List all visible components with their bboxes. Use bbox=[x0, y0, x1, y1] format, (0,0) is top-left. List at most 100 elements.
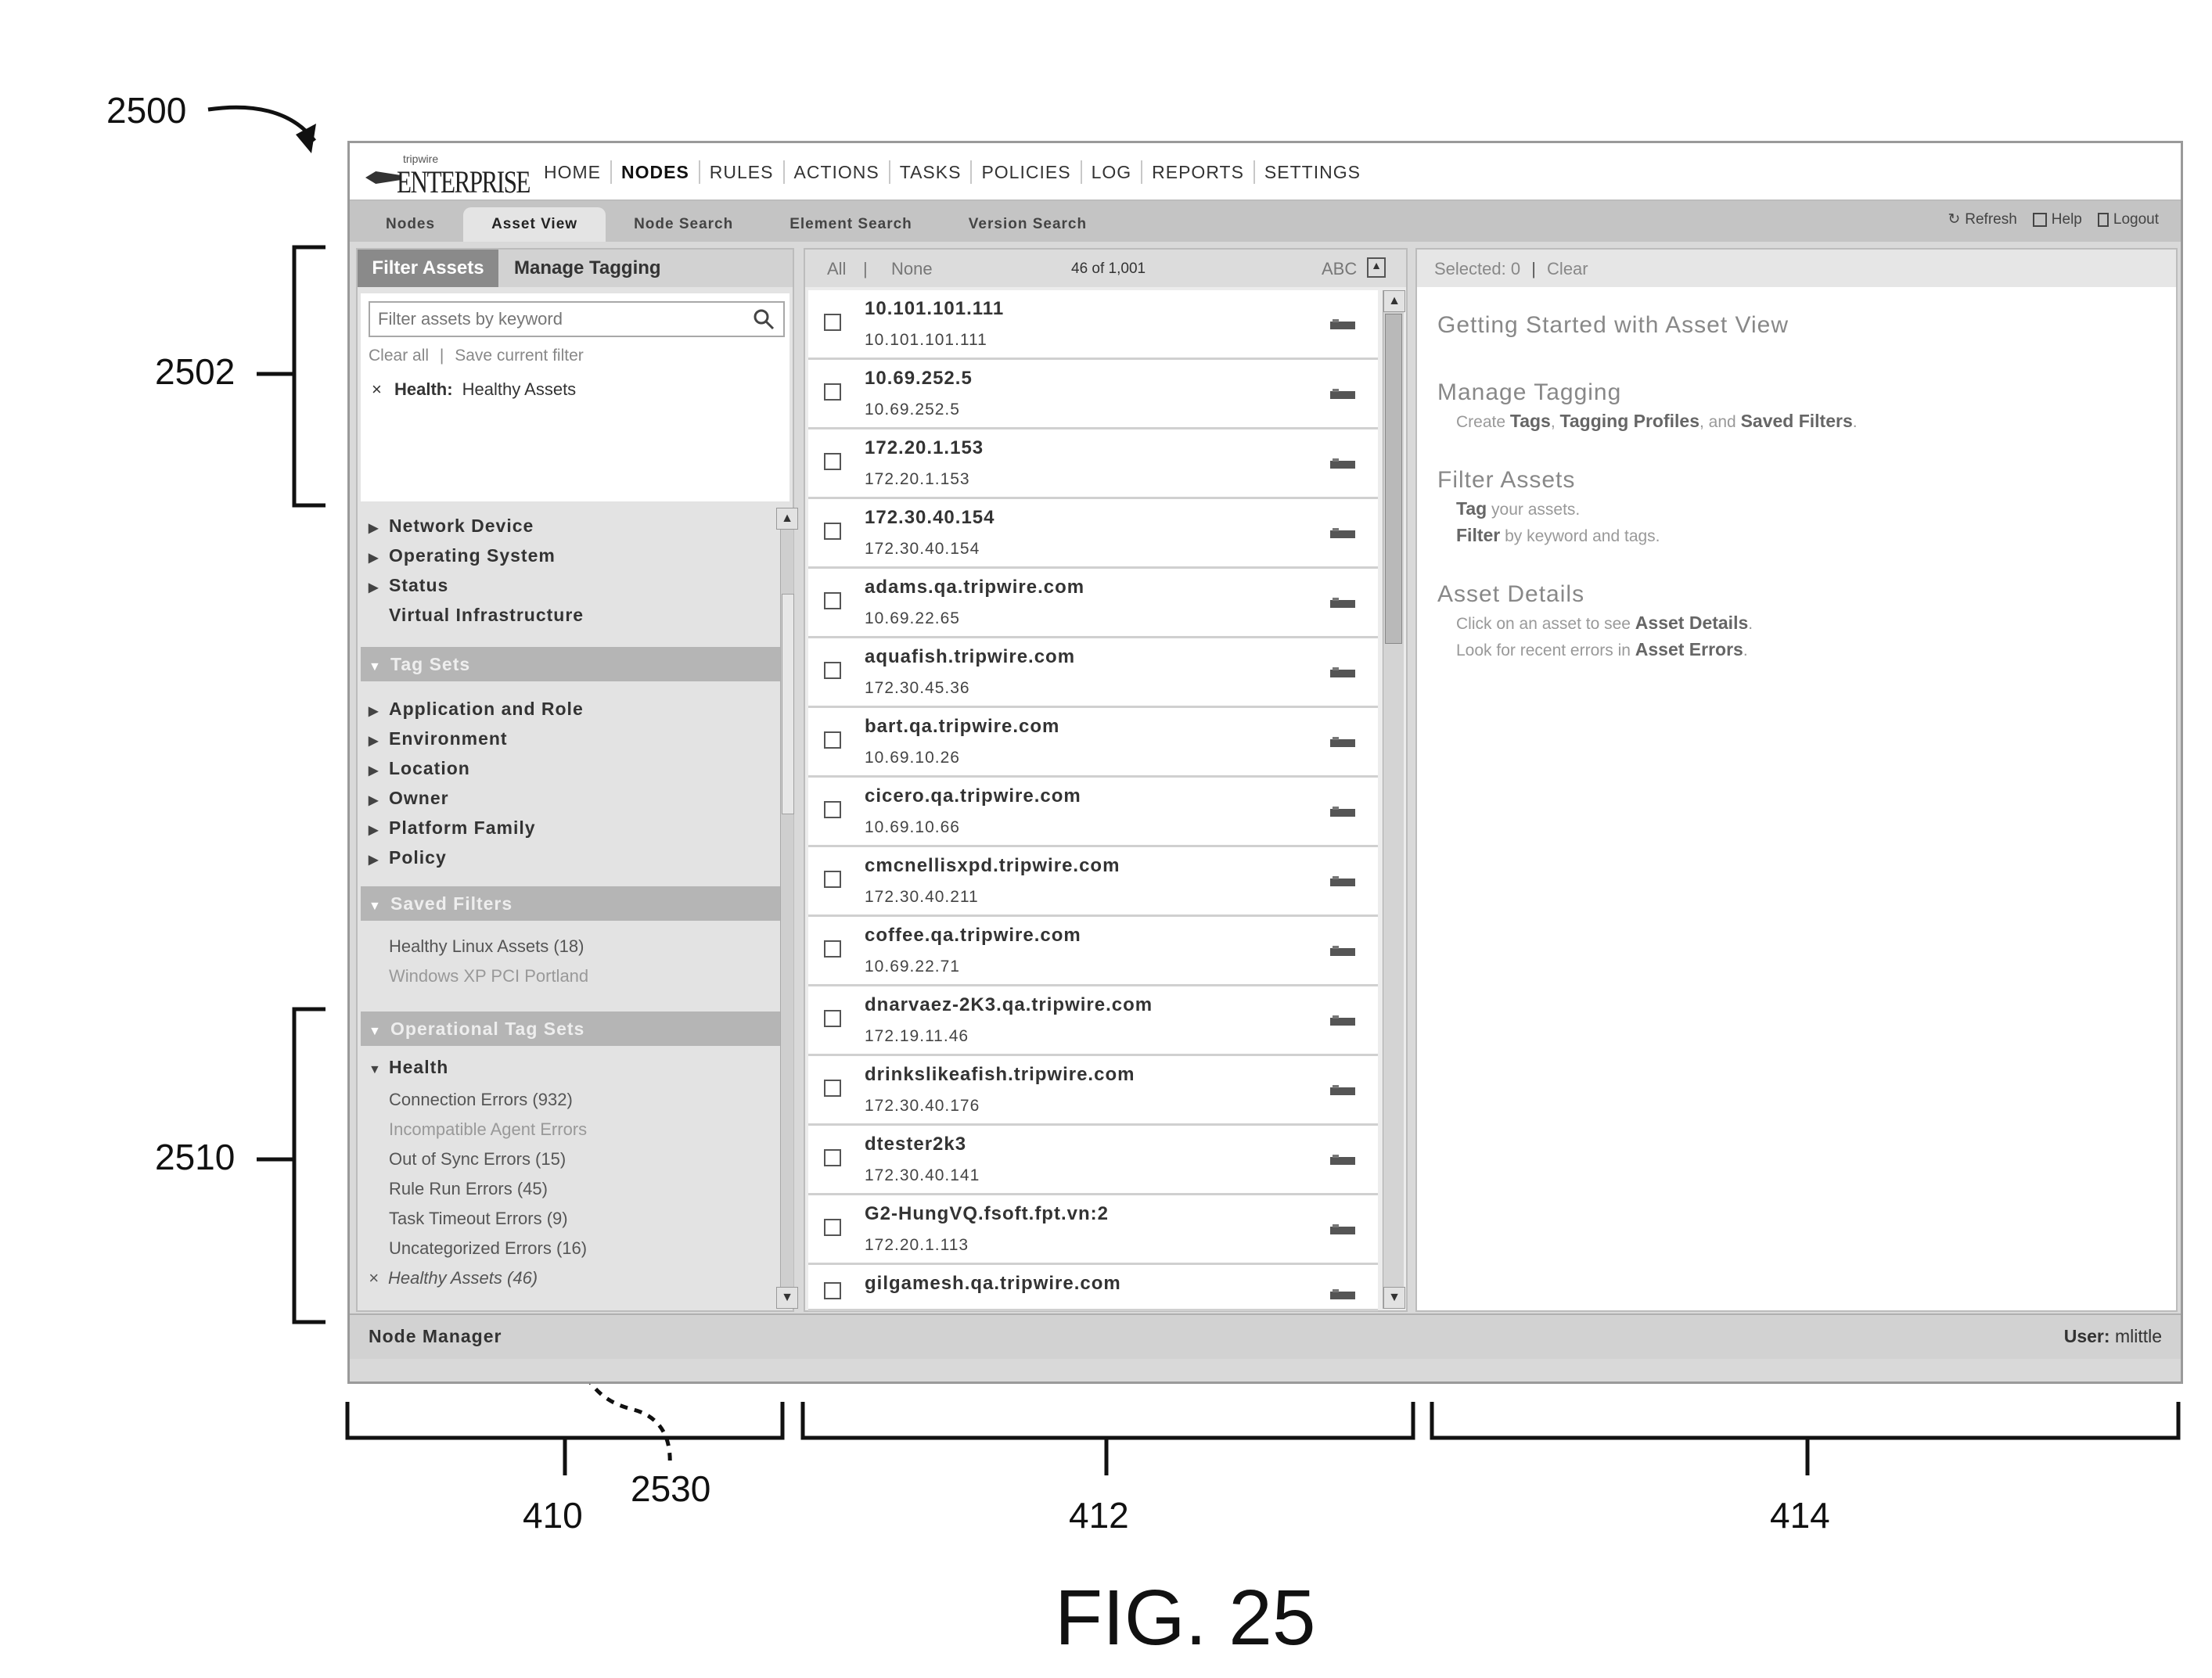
manage-tagging-title[interactable]: Manage Tagging bbox=[1437, 379, 1621, 406]
nav-policies[interactable]: POLICIES bbox=[970, 160, 1080, 184]
sort-abc-button[interactable]: ABC bbox=[1322, 259, 1357, 279]
filter-panel-scrollbar[interactable]: ▲ ▼ bbox=[780, 508, 793, 1309]
tree-status[interactable]: ▶Status bbox=[369, 575, 448, 596]
asset-checkbox[interactable] bbox=[824, 1149, 841, 1166]
health-rule-run-errors[interactable]: Rule Run Errors (45) bbox=[389, 1179, 548, 1199]
tab-filter-assets[interactable]: Filter Assets bbox=[358, 250, 498, 287]
tab-nodes[interactable]: Nodes bbox=[358, 207, 463, 242]
nav-home[interactable]: HOME bbox=[534, 160, 610, 184]
filter-assets-title[interactable]: Filter Assets bbox=[1437, 467, 1575, 494]
clear-selection-link[interactable]: Clear bbox=[1547, 259, 1588, 278]
asset-checkbox[interactable] bbox=[824, 1282, 841, 1299]
asset-errors-link[interactable]: Asset Errors bbox=[1635, 639, 1743, 659]
help-button[interactable]: Help bbox=[2033, 210, 2082, 228]
saved-filter-healthy-linux[interactable]: Healthy Linux Assets (18) bbox=[389, 936, 584, 957]
list-item[interactable]: aquafish.tripwire.com172.30.45.36 bbox=[808, 638, 1378, 708]
health-connection-errors[interactable]: Connection Errors (932) bbox=[389, 1090, 573, 1110]
tree-virtual-infrastructure[interactable]: Virtual Infrastructure bbox=[369, 605, 584, 626]
tab-node-search[interactable]: Node Search bbox=[606, 207, 761, 242]
tree-policy[interactable]: ▶Policy bbox=[369, 847, 447, 868]
asset-list-scrollbar[interactable]: ▲ ▼ bbox=[1383, 290, 1404, 1309]
asset-checkbox[interactable] bbox=[824, 1080, 841, 1097]
health-out-of-sync-errors[interactable]: Out of Sync Errors (15) bbox=[389, 1149, 566, 1170]
asset-checkbox[interactable] bbox=[824, 731, 841, 749]
health-incompatible-agent-errors[interactable]: Incompatible Agent Errors bbox=[389, 1119, 587, 1140]
list-item[interactable]: coffee.qa.tripwire.com10.69.22.71 bbox=[808, 917, 1378, 986]
asset-checkbox[interactable] bbox=[824, 453, 841, 470]
list-item[interactable]: bart.qa.tripwire.com10.69.10.26 bbox=[808, 708, 1378, 778]
nav-reports[interactable]: REPORTS bbox=[1141, 160, 1253, 184]
asset-checkbox[interactable] bbox=[824, 383, 841, 401]
logout-button[interactable]: Logout bbox=[2098, 210, 2159, 228]
nav-log[interactable]: LOG bbox=[1081, 160, 1142, 184]
tree-operating-system[interactable]: ▶Operating System bbox=[369, 545, 556, 566]
scroll-down-icon[interactable]: ▼ bbox=[776, 1287, 798, 1309]
asset-checkbox[interactable] bbox=[824, 592, 841, 609]
section-operational-tag-sets[interactable]: ▼Operational Tag Sets bbox=[361, 1011, 782, 1046]
nav-rules[interactable]: RULES bbox=[699, 160, 783, 184]
health-healthy-assets[interactable]: × Healthy Assets (46) bbox=[369, 1268, 538, 1288]
asset-checkbox[interactable] bbox=[824, 871, 841, 888]
list-item[interactable]: dtester2k3172.30.40.141 bbox=[808, 1126, 1378, 1195]
section-saved-filters[interactable]: ▼Saved Filters bbox=[361, 886, 782, 921]
health-uncategorized-errors[interactable]: Uncategorized Errors (16) bbox=[389, 1238, 587, 1259]
tab-manage-tagging[interactable]: Manage Tagging bbox=[514, 250, 661, 287]
saved-filters-link[interactable]: Saved Filters bbox=[1741, 411, 1853, 431]
list-item[interactable]: 172.20.1.153172.20.1.153 bbox=[808, 429, 1378, 499]
list-item[interactable]: 10.101.101.11110.101.101.111 bbox=[808, 290, 1378, 360]
nav-nodes[interactable]: NODES bbox=[610, 160, 699, 184]
filter-link[interactable]: Filter bbox=[1456, 525, 1500, 545]
sort-direction-icon[interactable]: ▲ bbox=[1367, 257, 1386, 278]
saved-filter-windows-xp[interactable]: Windows XP PCI Portland bbox=[389, 966, 588, 986]
list-item[interactable]: cmcnellisxpd.tripwire.com172.30.40.211 bbox=[808, 847, 1378, 917]
scroll-up-icon[interactable]: ▲ bbox=[1383, 290, 1405, 312]
list-item[interactable]: 172.30.40.154172.30.40.154 bbox=[808, 499, 1378, 569]
nav-actions[interactable]: ACTIONS bbox=[783, 160, 889, 184]
section-tag-sets[interactable]: ▼Tag Sets bbox=[361, 647, 782, 681]
list-item[interactable]: cicero.qa.tripwire.com10.69.10.66 bbox=[808, 778, 1378, 847]
asset-checkbox[interactable] bbox=[824, 314, 841, 331]
asset-details-title[interactable]: Asset Details bbox=[1437, 581, 1584, 608]
tree-health[interactable]: ▼Health bbox=[369, 1057, 448, 1078]
tab-asset-view[interactable]: Asset View bbox=[463, 207, 606, 242]
scrollbar-thumb[interactable] bbox=[1385, 314, 1402, 644]
select-none-link[interactable]: None bbox=[891, 259, 933, 279]
tab-version-search[interactable]: Version Search bbox=[941, 207, 1115, 242]
tree-platform-family[interactable]: ▶Platform Family bbox=[369, 817, 536, 839]
asset-checkbox[interactable] bbox=[824, 801, 841, 818]
search-input[interactable] bbox=[376, 306, 747, 332]
tree-owner[interactable]: ▶Owner bbox=[369, 788, 449, 809]
select-all-link[interactable]: All bbox=[827, 259, 846, 279]
tree-application-role[interactable]: ▶Application and Role bbox=[369, 699, 584, 720]
save-filter-link[interactable]: Save current filter bbox=[455, 347, 584, 365]
list-item[interactable]: adams.qa.tripwire.com10.69.22.65 bbox=[808, 569, 1378, 638]
tagging-profiles-link[interactable]: Tagging Profiles bbox=[1560, 411, 1699, 431]
search-icon[interactable] bbox=[752, 307, 775, 331]
list-item[interactable]: dnarvaez-2K3.qa.tripwire.com172.19.11.46 bbox=[808, 986, 1378, 1056]
asset-checkbox[interactable] bbox=[824, 662, 841, 679]
brand-logo[interactable]: tripwire ENTERPRISE bbox=[365, 151, 522, 195]
tree-location[interactable]: ▶Location bbox=[369, 758, 470, 779]
nav-settings[interactable]: SETTINGS bbox=[1253, 160, 1370, 184]
asset-checkbox[interactable] bbox=[824, 1010, 841, 1027]
tags-link[interactable]: Tags bbox=[1510, 411, 1551, 431]
health-task-timeout-errors[interactable]: Task Timeout Errors (9) bbox=[389, 1209, 568, 1229]
tag-link[interactable]: Tag bbox=[1456, 498, 1487, 519]
scrollbar-thumb[interactable] bbox=[782, 594, 794, 814]
clear-all-link[interactable]: Clear all bbox=[369, 347, 429, 365]
remove-filter-icon[interactable]: × bbox=[372, 379, 382, 399]
asset-checkbox[interactable] bbox=[824, 940, 841, 958]
list-item[interactable]: 10.69.252.510.69.252.5 bbox=[808, 360, 1378, 429]
remove-healthy-icon[interactable]: × bbox=[369, 1268, 379, 1288]
list-item[interactable]: drinkslikeafish.tripwire.com172.30.40.17… bbox=[808, 1056, 1378, 1126]
refresh-button[interactable]: ↻ Refresh bbox=[1948, 210, 2016, 228]
list-item[interactable]: gilgamesh.qa.tripwire.com bbox=[808, 1265, 1378, 1311]
asset-details-link[interactable]: Asset Details bbox=[1635, 613, 1748, 633]
tree-environment[interactable]: ▶Environment bbox=[369, 728, 508, 749]
scroll-down-icon[interactable]: ▼ bbox=[1383, 1287, 1405, 1309]
asset-checkbox[interactable] bbox=[824, 1219, 841, 1236]
asset-checkbox[interactable] bbox=[824, 523, 841, 540]
nav-tasks[interactable]: TASKS bbox=[889, 160, 971, 184]
tab-element-search[interactable]: Element Search bbox=[761, 207, 941, 242]
list-item[interactable]: G2-HungVQ.fsoft.fpt.vn:2172.20.1.113 bbox=[808, 1195, 1378, 1265]
